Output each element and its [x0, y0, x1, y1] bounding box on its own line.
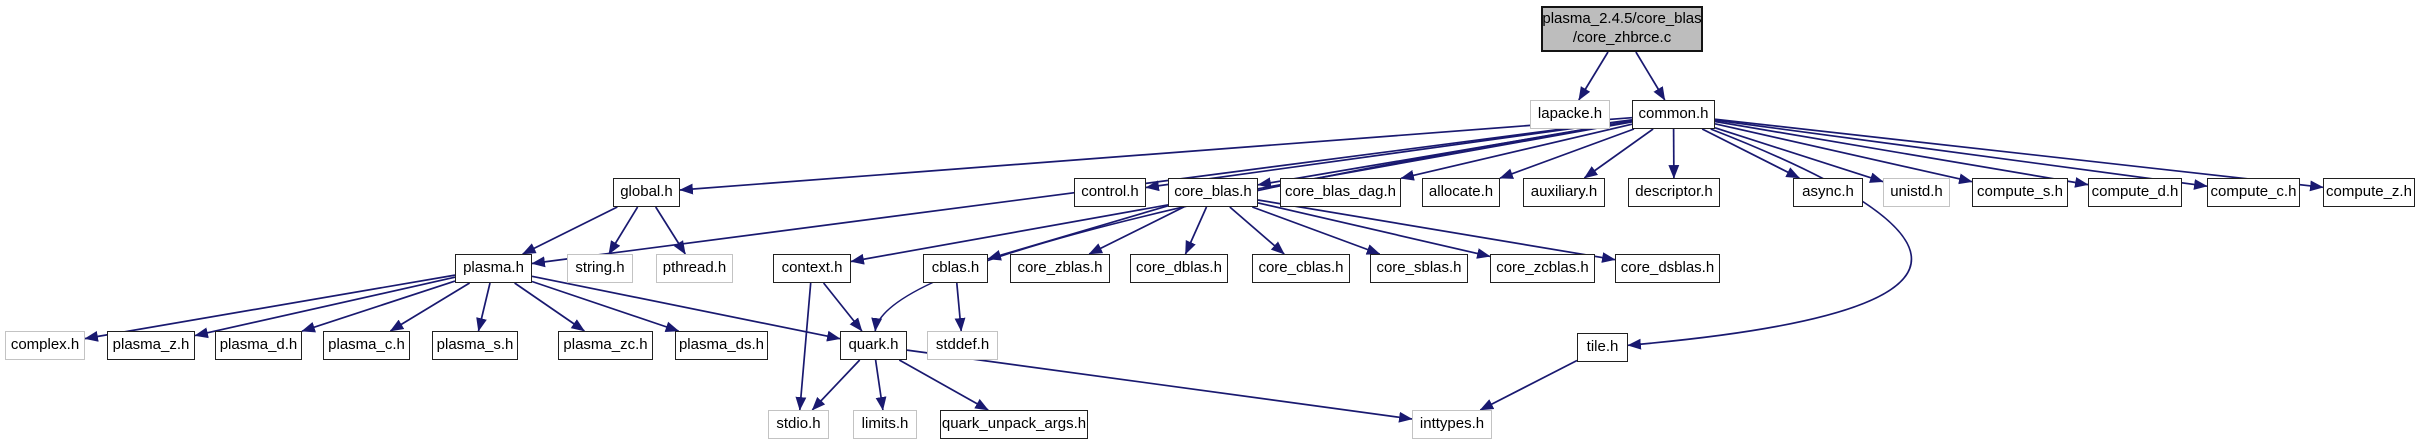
graph-node-compute_c[interactable]: compute_c.h	[2207, 178, 2300, 207]
graph-node-unistd: unistd.h	[1883, 178, 1950, 207]
graph-node-core_zblas[interactable]: core_zblas.h	[1010, 254, 1110, 283]
graph-node-compute_z[interactable]: compute_z.h	[2323, 178, 2415, 207]
edge-core_blas-to-core_dsblas	[1257, 199, 1616, 263]
edge-common-to-auxiliary	[1583, 128, 1654, 179]
edge-common-to-quark	[871, 120, 1633, 332]
edge-quark-to-stdio	[811, 359, 861, 411]
graph-node-core_sblas[interactable]: core_sblas.h	[1370, 254, 1468, 283]
edge-global-to-pthread	[654, 206, 687, 255]
edge-plasma-to-plasma_d	[301, 280, 456, 333]
graph-node-plasma_ds[interactable]: plasma_ds.h	[675, 331, 768, 360]
graph-node-async[interactable]: async.h	[1793, 178, 1863, 207]
graph-node-descriptor[interactable]: descriptor.h	[1628, 178, 1720, 207]
edge-core_blas-to-core_cblas	[1229, 206, 1285, 255]
graph-node-complex: complex.h	[5, 331, 85, 360]
edge-plasma-to-plasma_zc	[514, 282, 585, 332]
edge-quark-to-limits	[874, 359, 887, 411]
edge-common-to-compute_d	[1714, 120, 2089, 188]
graph-node-core_dsblas[interactable]: core_dsblas.h	[1615, 254, 1720, 283]
edge-core_blas-to-core_sblas	[1252, 206, 1381, 255]
graph-node-core_cblas[interactable]: core_cblas.h	[1252, 254, 1350, 283]
graph-node-plasma[interactable]: plasma.h	[455, 254, 532, 283]
graph-node-quark[interactable]: quark.h	[840, 331, 907, 360]
graph-node-common[interactable]: common.h	[1632, 100, 1715, 129]
edge-common-to-compute_z	[1714, 118, 2324, 192]
graph-node-allocate[interactable]: allocate.h	[1422, 178, 1500, 207]
graph-node-core_dblas[interactable]: core_dblas.h	[1130, 254, 1228, 283]
graph-node-plasma_c[interactable]: plasma_c.h	[323, 331, 410, 360]
graph-node-stddef: stddef.h	[927, 331, 998, 360]
edge-common-to-unistd	[1714, 126, 1884, 183]
graph-node-core_zcblas[interactable]: core_zcblas.h	[1490, 254, 1595, 283]
graph-root-node: plasma_2.4.5/core_blas /core_zhbrce.c	[1541, 6, 1703, 52]
edge-common-to-core_blas	[1257, 120, 1633, 189]
edge-common-to-control	[1145, 119, 1633, 192]
edge-global-to-string	[608, 206, 639, 255]
edge-global-to-plasma	[522, 206, 618, 255]
edge-common-to-async	[1701, 128, 1800, 179]
edge-plasma-to-plasma_s	[476, 282, 491, 332]
graph-node-context[interactable]: context.h	[773, 254, 851, 283]
edge-core_blas-to-core_zblas	[1088, 206, 1185, 255]
edge-common-to-core_blas_dag	[1400, 123, 1633, 181]
graph-node-control[interactable]: control.h	[1074, 178, 1146, 207]
graph-node-stdio: stdio.h	[768, 410, 829, 439]
edge-core_blas-to-core_zcblas	[1257, 202, 1491, 259]
graph-node-plasma_s[interactable]: plasma_s.h	[432, 331, 518, 360]
graph-node-tile[interactable]: tile.h	[1577, 333, 1628, 362]
edge-quark-to-inttypes	[906, 349, 1413, 423]
edge-context-to-quark	[822, 282, 863, 332]
edge-plasma-to-plasma_ds	[531, 280, 680, 333]
graph-node-cblas[interactable]: cblas.h	[923, 254, 988, 283]
edge-common-to-compute_s	[1714, 122, 1973, 185]
graph-node-auxiliary[interactable]: auxiliary.h	[1523, 178, 1605, 207]
graph-node-inttypes: inttypes.h	[1412, 410, 1492, 439]
graph-node-global[interactable]: global.h	[613, 178, 680, 207]
edge-tile-to-inttypes	[1479, 359, 1578, 411]
graph-node-compute_s[interactable]: compute_s.h	[1972, 178, 2068, 207]
edge-plasma-to-plasma_c	[389, 282, 471, 332]
graph-node-pthread: pthread.h	[656, 254, 733, 283]
graph-node-plasma_zc[interactable]: plasma_zc.h	[558, 331, 653, 360]
graph-node-plasma_d[interactable]: plasma_d.h	[215, 331, 302, 360]
graph-node-compute_d[interactable]: compute_d.h	[2088, 178, 2182, 207]
graph-node-plasma_z[interactable]: plasma_z.h	[107, 331, 195, 360]
edge-plasma-to-quark	[531, 275, 841, 342]
edge-quark-to-quark_unpack_args	[898, 359, 989, 411]
edge-common-to-allocate	[1499, 128, 1635, 179]
edge-common-to-global	[679, 116, 1633, 195]
edge-plasma-to-complex	[84, 274, 456, 342]
graph-node-core_blas[interactable]: core_blas.h	[1168, 178, 1258, 207]
graph-node-quark_unpack_args[interactable]: quark_unpack_args.h	[940, 410, 1088, 439]
edge-cblas-to-stddef	[954, 282, 966, 332]
edge-common-to-compute_c	[1714, 119, 2208, 190]
edge-context-to-stdio	[795, 282, 812, 411]
edge-plasma-to-plasma_z	[194, 276, 456, 339]
graph-node-core_blas_dag[interactable]: core_blas_dag.h	[1280, 178, 1401, 207]
edge-common-to-tile	[1627, 128, 1913, 350]
graph-node-string: string.h	[567, 254, 633, 283]
graph-node-limits: limits.h	[853, 410, 917, 439]
edge-root-to-lapacke	[1578, 51, 1609, 101]
edge-core_blas-to-cblas	[987, 204, 1169, 261]
edge-core_blas-to-core_dblas	[1184, 206, 1208, 255]
graph-node-lapacke: lapacke.h	[1530, 100, 1610, 129]
edge-root-to-common	[1635, 51, 1666, 101]
